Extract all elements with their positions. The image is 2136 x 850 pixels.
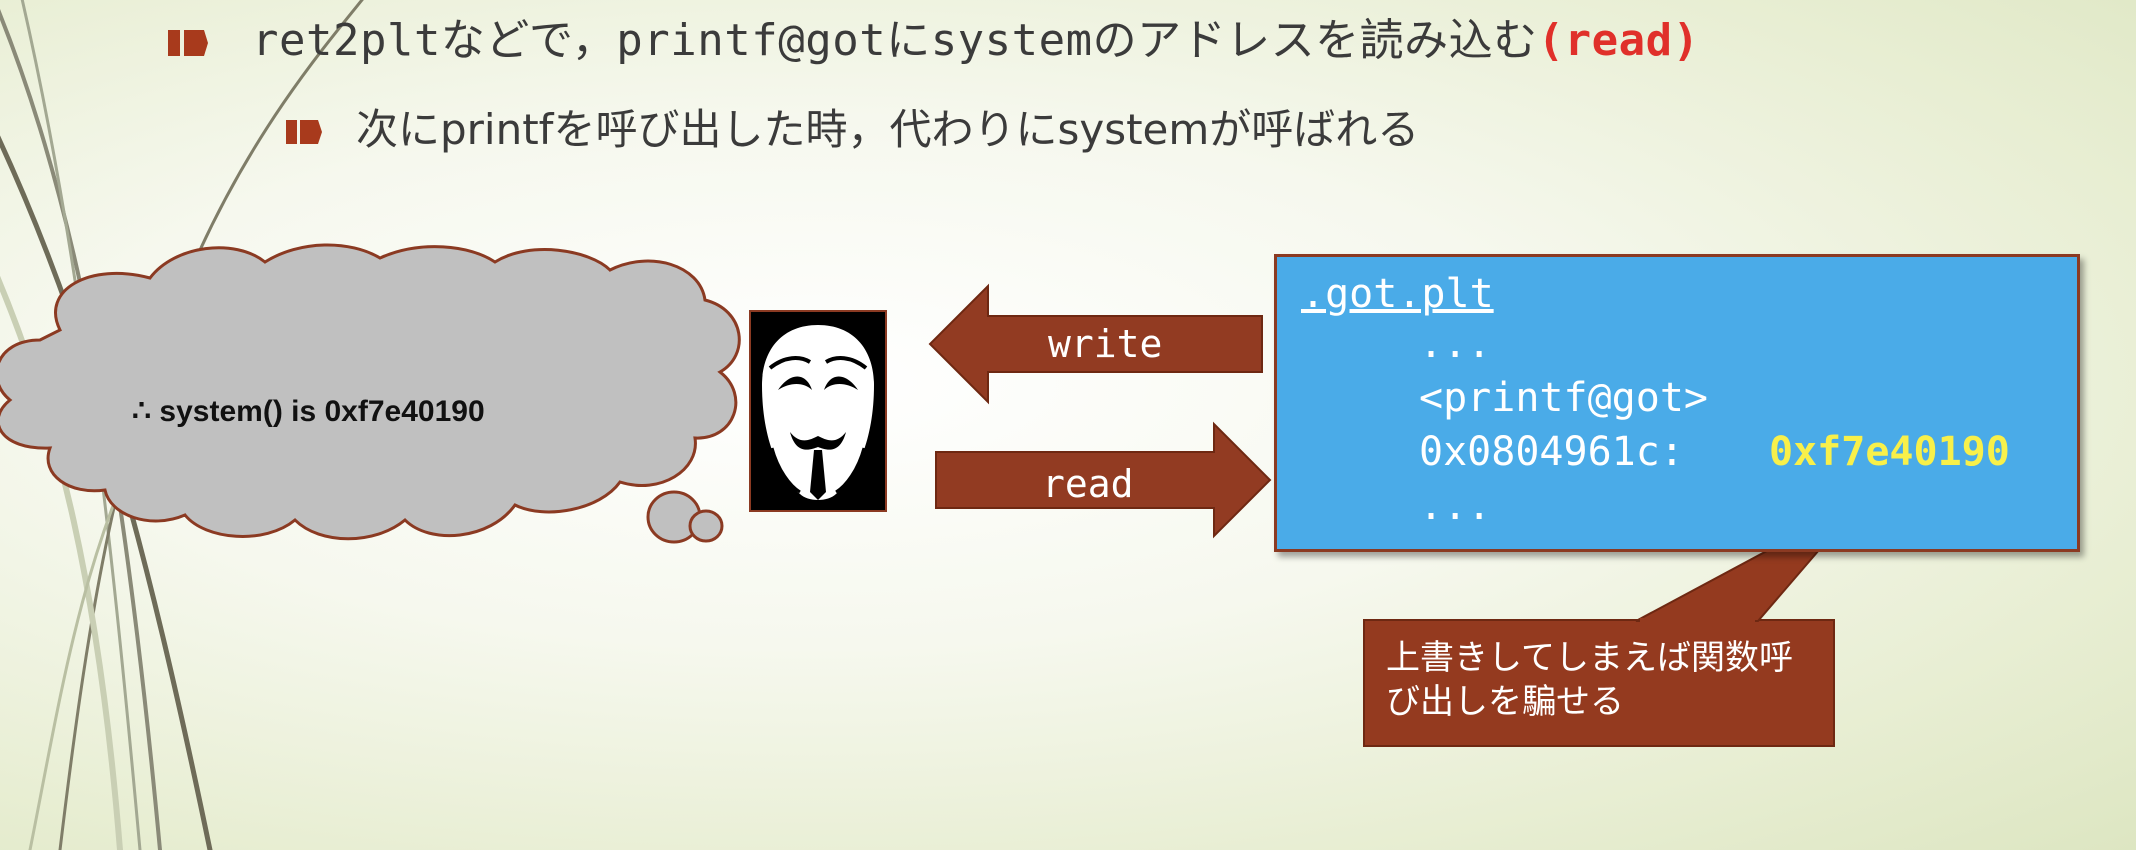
bullet-level1-text: ret2pltなどで，printf@gotにsystemのアドレスを読み込む bbox=[252, 15, 1538, 66]
callout-text: 上書きしてしまえば関数呼び出しを騙せる bbox=[1386, 638, 1793, 722]
got-ellipsis-top: ... bbox=[1419, 321, 1492, 367]
got-symbol-name: <printf@got> bbox=[1419, 375, 1708, 421]
bullet-marker-level1 bbox=[168, 30, 208, 56]
bullet-level1: ret2pltなどで，printf@gotにsystemのアドレスを読み込む(r… bbox=[252, 10, 1700, 72]
write-arrow-label: write bbox=[1048, 322, 1163, 366]
got-plt-box: .got.plt ... <printf@got> 0x0804961c: 0x… bbox=[1274, 254, 2080, 552]
stem-line bbox=[0, 275, 123, 850]
read-arrow-label: read bbox=[1042, 462, 1134, 506]
thought-bubble-text: ∴ system() is 0xf7e40190 bbox=[132, 395, 485, 428]
got-entry-address: 0x0804961c: bbox=[1419, 429, 1684, 475]
thought-dot-small bbox=[688, 509, 724, 543]
got-entry-value: 0xf7e40190 bbox=[1769, 429, 2010, 475]
bullet-marker-level2 bbox=[286, 120, 322, 144]
thought-bubble bbox=[0, 243, 741, 544]
bullet-level2-text: 次にprintfを呼び出した時，代わりにsystemが呼ばれる bbox=[356, 105, 1420, 154]
bullet-level1-emphasis: (read) bbox=[1537, 15, 1700, 66]
got-ellipsis-bottom: ... bbox=[1419, 483, 1492, 529]
read-arrow bbox=[935, 421, 1272, 539]
write-arrow bbox=[928, 283, 1263, 405]
got-section-header: .got.plt bbox=[1301, 271, 1494, 317]
guy-fawkes-mask-icon bbox=[749, 310, 887, 512]
